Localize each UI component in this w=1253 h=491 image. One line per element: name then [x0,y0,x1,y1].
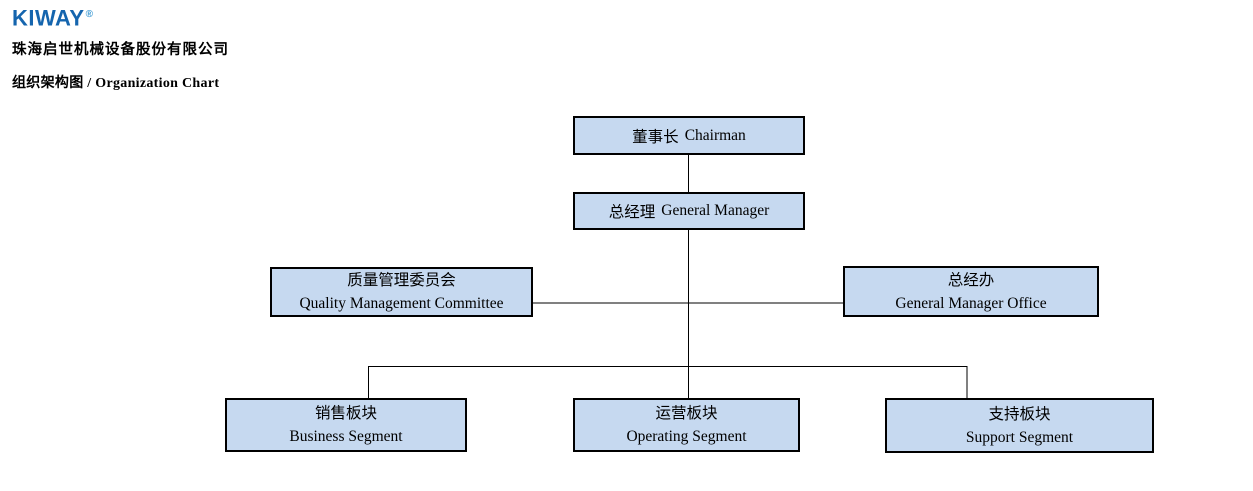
node-label-zh: 销售板块 [314,405,377,422]
node-label-zh: 董事长 [632,128,679,146]
page-header: KIWAY® 珠海启世机械设备股份有限公司 组织架构图 / Organizati… [12,3,229,92]
org-node-chairman: 董事长 Chairman [573,116,805,155]
node-label-zh: 支持板块 [988,405,1051,423]
node-label-en: Operating Segment [626,428,747,445]
node-label-zh: 总经办 [947,271,995,289]
node-label-en: Quality Management Committee [299,295,504,312]
node-label-en: Chairman [684,126,746,144]
node-label-en: General Manager [661,202,770,219]
node-label-zh: 总经理 [608,204,656,221]
node-label-zh: 运营板块 [655,405,718,422]
node-label-zh: 质量管理委员会 [347,272,456,289]
org-node-quality-management-committee: 质量管理委员会 Quality Management Committee [270,267,533,317]
node-label-en: General Manager Office [895,294,1047,312]
logo-text: KIWAY [12,5,85,31]
org-node-general-manager: 总经理 General Manager [573,192,805,230]
registered-trademark-icon: ® [85,9,94,20]
node-label-en: Support Segment [965,428,1074,446]
org-node-general-manager-office: 总经办 General Manager Office [843,266,1099,317]
company-name: 珠海启世机械设备股份有限公司 [12,42,229,59]
page-title: 组织架构图 / Organization Chart [12,76,220,92]
org-node-support-segment: 支持板块 Support Segment [885,398,1154,453]
node-label-en: Business Segment [289,428,403,445]
org-node-business-segment: 销售板块 Business Segment [225,398,467,452]
org-node-operating-segment: 运营板块 Operating Segment [573,398,800,452]
kiway-logo: KIWAY® [12,3,229,30]
